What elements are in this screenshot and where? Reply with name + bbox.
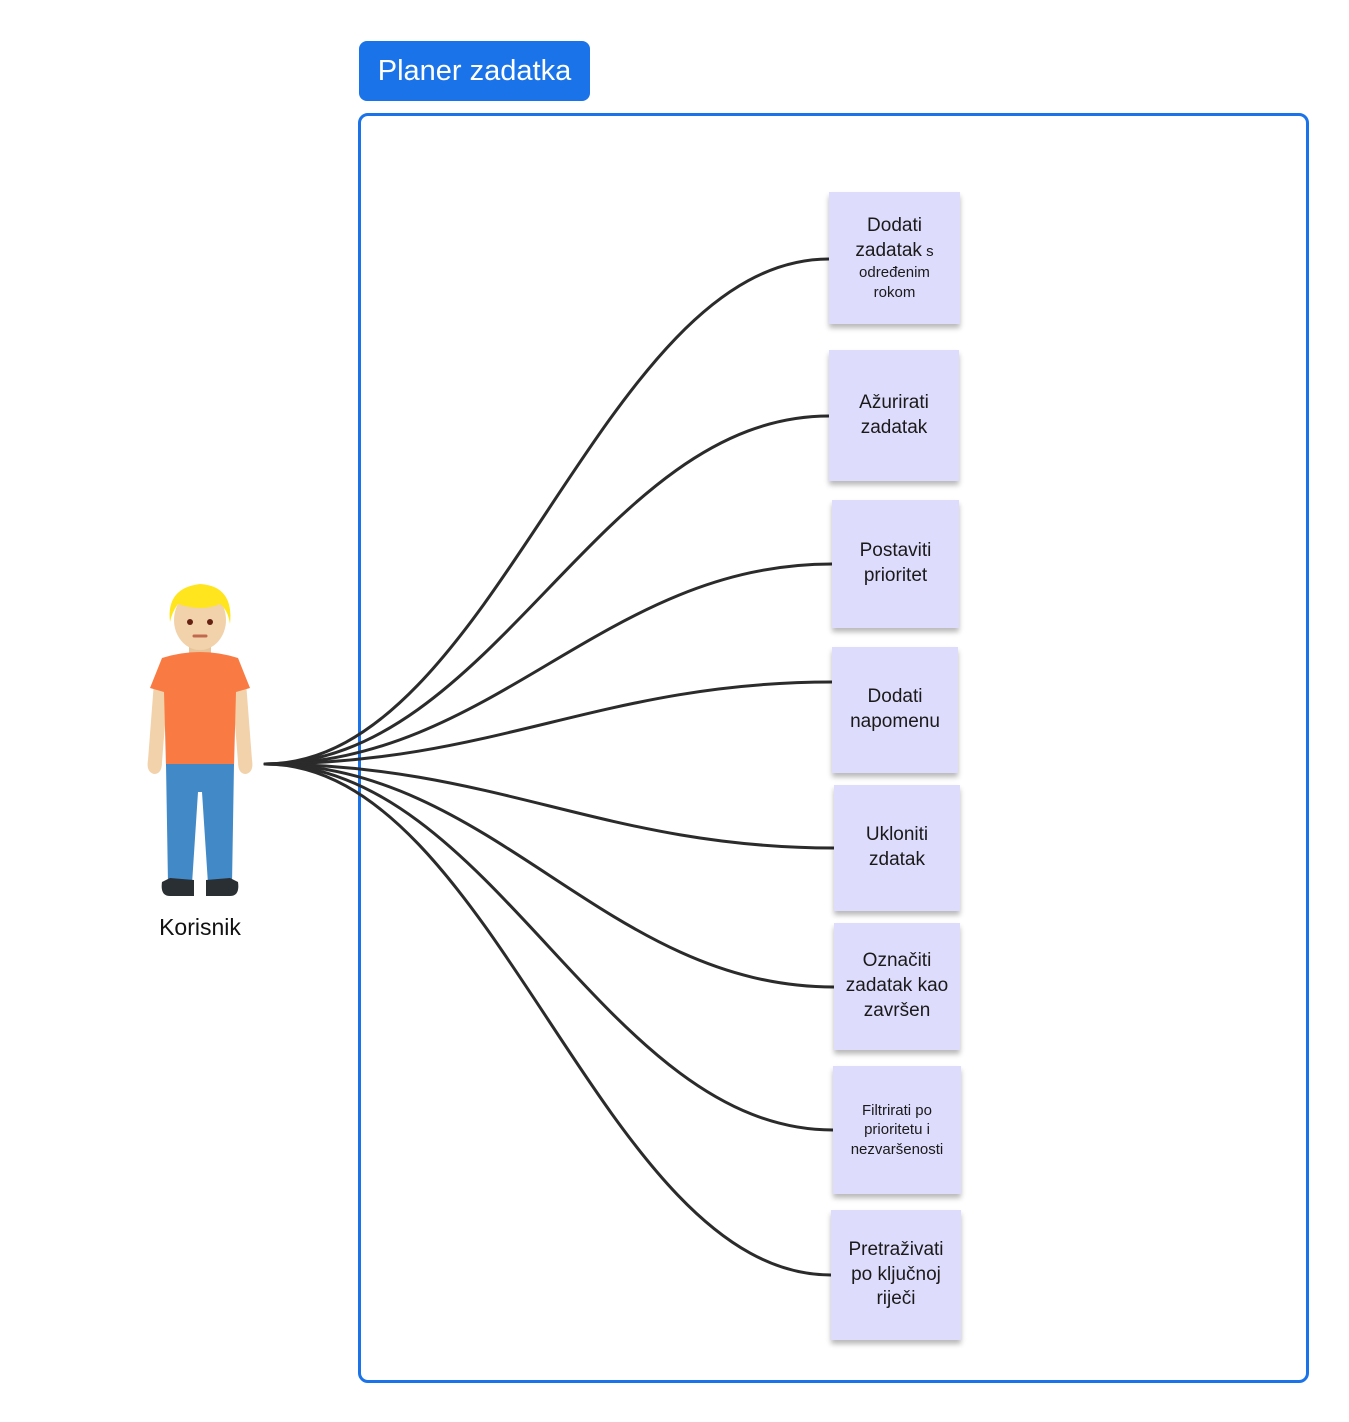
system-title: Planer zadatka	[359, 41, 590, 101]
connector-line	[263, 762, 836, 850]
use-case-remove-task[interactable]: Ukloniti zdatak	[834, 785, 960, 911]
connector-line	[263, 762, 836, 989]
use-case-label: Ažurirati zadatak	[859, 391, 929, 438]
use-case-line: rokom	[873, 283, 916, 301]
use-case-mark-complete[interactable]: Označiti zadatak kao završen	[834, 923, 960, 1050]
connector-line	[263, 257, 831, 766]
use-case-filter[interactable]: Filtrirati po prioritetu i nezvaršenosti	[833, 1066, 961, 1194]
connector-line	[263, 680, 834, 766]
connector-line	[263, 762, 833, 1277]
use-case-line: određenim	[859, 264, 930, 282]
use-case-search[interactable]: Pretraživati po ključnoj riječi	[831, 1210, 961, 1340]
use-case-label: Ukloniti zdatak	[865, 824, 929, 870]
system-boundary	[358, 113, 1309, 1383]
use-case-label: Postaviti prioritet	[859, 540, 932, 586]
connector-line	[263, 762, 835, 1132]
use-case-label: Pretraživati po ključnoj riječi	[848, 1238, 944, 1310]
person-icon	[147, 584, 253, 896]
use-case-line: Dodati	[867, 214, 922, 236]
use-case-set-priority[interactable]: Postaviti prioritet	[832, 500, 959, 628]
use-case-line: zadatak s	[855, 239, 934, 261]
use-case-label: Označiti zadatak kao završen	[845, 950, 949, 1021]
connector-line	[263, 414, 831, 766]
actor-label: Korisnik	[159, 914, 241, 940]
connector-line	[263, 562, 834, 766]
use-case-update-task[interactable]: Ažurirati zadatak	[829, 350, 959, 481]
use-case-add-note[interactable]: Dodati napomenu	[832, 647, 958, 773]
use-case-label: Filtrirati po prioritetu i nezvaršenosti	[850, 1101, 944, 1158]
use-case-add-task-with-deadline[interactable]: Dodati zadatak s određenim rokom	[829, 192, 960, 324]
use-case-label: Dodati napomenu	[850, 686, 940, 732]
